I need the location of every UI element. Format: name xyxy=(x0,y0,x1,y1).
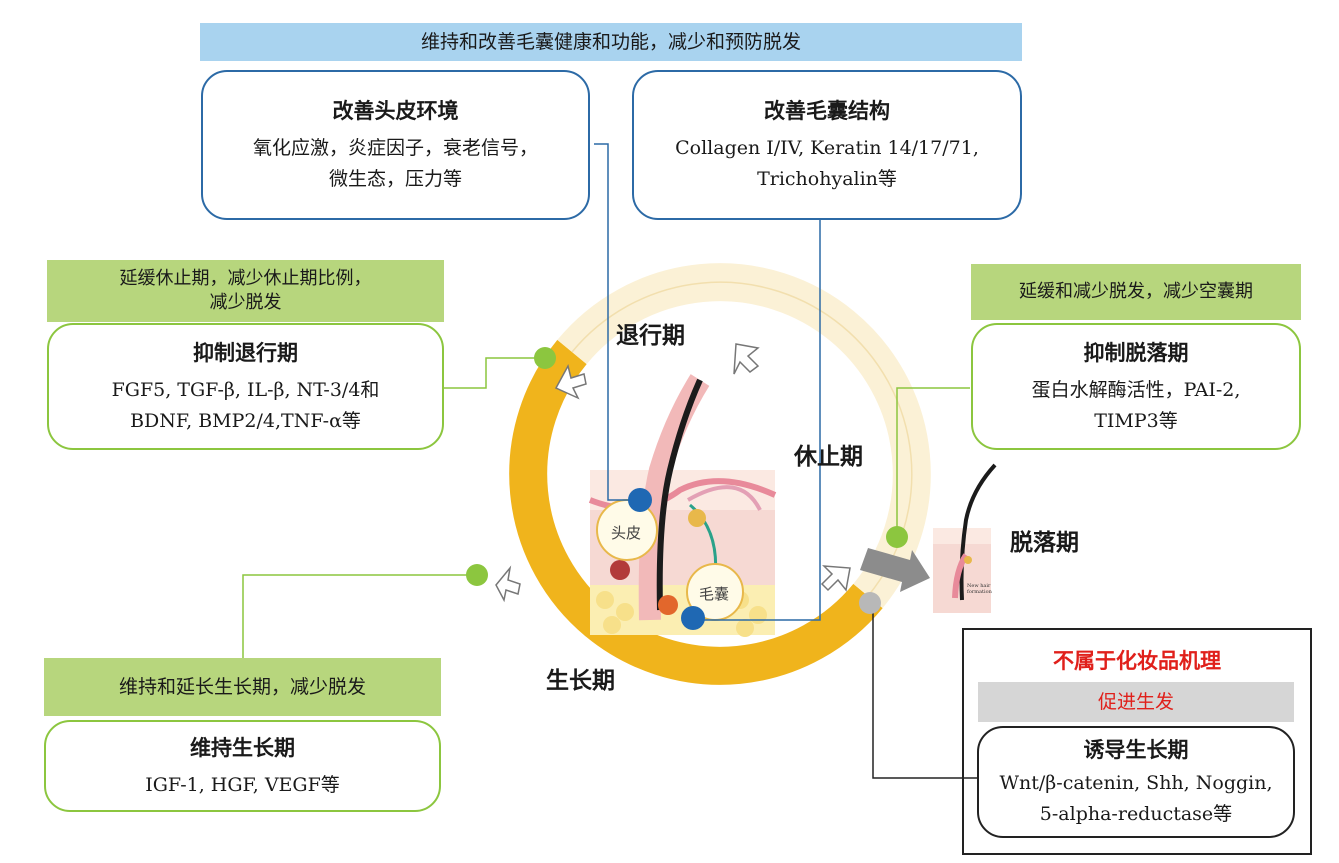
follicle-box-line-1: Collagen I/IV, Keratin 14/17/71, xyxy=(675,137,979,159)
scalp-dot xyxy=(628,488,652,512)
top-banner-text: 维持和改善毛囊健康和功能，减少和预防脱发 xyxy=(420,31,801,53)
ring-arrow-catagen xyxy=(554,363,587,400)
follicle-box-line-2: Trichohyalin等 xyxy=(757,168,897,190)
scalp-box-title: 改善头皮环境 xyxy=(332,98,459,123)
anagen-label: 生长期 xyxy=(546,668,615,694)
exogen-connector xyxy=(896,387,970,537)
ring-arrow-exogen xyxy=(820,565,851,592)
anagen-dot xyxy=(466,564,488,586)
promote-growth-text: 促进生发 xyxy=(1097,691,1174,713)
catagen-box-line-1: FGF5, TGF-β, IL-β, NT-3/4和 xyxy=(111,378,380,401)
anagen-box: 维持生长期 IGF-1, HGF, VEGF等 xyxy=(44,720,441,812)
exogen-banner-text: 延缓和减少脱发，减少空囊期 xyxy=(1019,281,1253,302)
catagen-banner-line-1: 延缓休止期，减少休止期比例， xyxy=(119,268,372,289)
exogen-dot xyxy=(886,526,908,548)
ring-arrow-anagen xyxy=(495,565,521,603)
exogen-banner: 延缓和减少脱发，减少空囊期 xyxy=(971,264,1301,320)
catagen-box: 抑制退行期 FGF5, TGF-β, IL-β, NT-3/4和 BDNF, B… xyxy=(47,323,444,450)
follicle-illustration xyxy=(588,374,777,637)
non-cosmetic-heading: 不属于化妆品机理 xyxy=(1053,648,1221,673)
exogen-label: 脱落期 xyxy=(1010,530,1079,556)
promote-growth-banner: 促进生发 xyxy=(978,682,1294,722)
exogen-box: 抑制脱落期 蛋白水解酶活性，PAI-2, TIMP3等 xyxy=(971,323,1301,450)
scalp-box-line-2: 微生态，压力等 xyxy=(328,168,462,190)
follicle-illustration-label: 毛囊 xyxy=(699,585,730,603)
follicle-box-title: 改善毛囊结构 xyxy=(764,98,890,123)
induce-anagen-line-1: Wnt/β-catenin, Shh, Noggin, xyxy=(999,772,1273,794)
catagen-label: 退行期 xyxy=(616,323,685,349)
exogen-box-line-2: TIMP3等 xyxy=(1094,409,1178,432)
catagen-banner: 延缓休止期，减少休止期比例， 减少脱发 xyxy=(47,260,444,322)
anagen-box-line-1: IGF-1, HGF, VEGF等 xyxy=(145,773,340,796)
scalp-environment-box: 改善头皮环境 氧化应激，炎症因子，衰老信号， 微生态，压力等 xyxy=(201,70,590,220)
ring-arrow-telogen xyxy=(733,343,760,375)
induce-anagen-title: 诱导生长期 xyxy=(1083,737,1189,762)
exogen-box-line-1: 蛋白水解酶活性，PAI-2, xyxy=(1031,378,1241,401)
catagen-dot xyxy=(534,347,556,369)
induce-anagen-box: 诱导生长期 Wnt/β-catenin, Shh, Noggin, 5-alph… xyxy=(977,726,1295,838)
scalp-box-line-1: 氧化应激，炎症因子，衰老信号， xyxy=(252,137,538,159)
exogen-box-title: 抑制脱落期 xyxy=(1083,339,1189,365)
catagen-box-title: 抑制退行期 xyxy=(193,339,298,365)
anagen-banner-text: 维持和延长生长期，减少脱发 xyxy=(118,676,366,698)
exogen-arrow xyxy=(860,548,930,592)
catagen-box-line-2: BDNF, BMP2/4,TNF-α等 xyxy=(130,409,361,432)
induction-dot xyxy=(859,592,881,614)
telogen-label: 休止期 xyxy=(794,444,863,470)
scalp-connector xyxy=(594,143,640,501)
follicle-connector xyxy=(693,220,821,621)
top-banner: 维持和改善毛囊健康和功能，减少和预防脱发 xyxy=(200,23,1022,61)
follicle-structure-box: 改善毛囊结构 Collagen I/IV, Keratin 14/17/71, … xyxy=(632,70,1022,220)
non-cosmetic-frame xyxy=(962,628,1312,855)
catagen-connector xyxy=(444,357,545,389)
new-hair-formation-label: New hair formation xyxy=(967,583,992,595)
scalp-illustration-label: 头皮 xyxy=(611,524,642,542)
induction-connector xyxy=(870,602,977,779)
induce-anagen-line-2: 5-alpha-reductase等 xyxy=(1039,803,1233,825)
catagen-banner-line-2: 减少脱发 xyxy=(209,292,282,313)
anagen-box-title: 维持生长期 xyxy=(190,734,295,760)
anagen-banner: 维持和延长生长期，减少脱发 xyxy=(44,658,441,716)
follicle-dot xyxy=(681,606,705,630)
anagen-connector xyxy=(242,574,477,658)
exogen-illustration xyxy=(933,463,997,613)
